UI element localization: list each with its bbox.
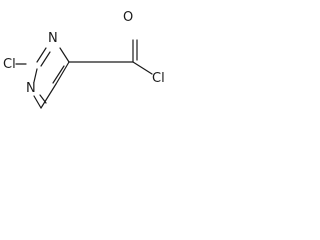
bond-c2-n3-double (40, 51, 51, 67)
atom-label-cl-ring: Cl (3, 57, 16, 72)
bond-c4-c5 (55, 61, 70, 85)
atom-label-n3: N (48, 31, 58, 46)
atom-label-n1: N (26, 81, 36, 96)
bond-c5-c6 (40, 83, 57, 109)
bond-carbonyl-cl (132, 61, 153, 75)
bond-n1-c2 (33, 68, 38, 83)
atom-label-o: O (123, 10, 133, 25)
bond-c4-c5-double (52, 65, 65, 84)
bond-c6-n1 (33, 95, 42, 109)
bond-c6-n1-double (39, 94, 47, 104)
structure-diagram: Cl N N O Cl (3, 10, 165, 109)
bond-n3-c4 (59, 47, 70, 63)
atom-label-cl-acyl: Cl (152, 71, 165, 86)
bond-c2-n3 (36, 47, 47, 63)
